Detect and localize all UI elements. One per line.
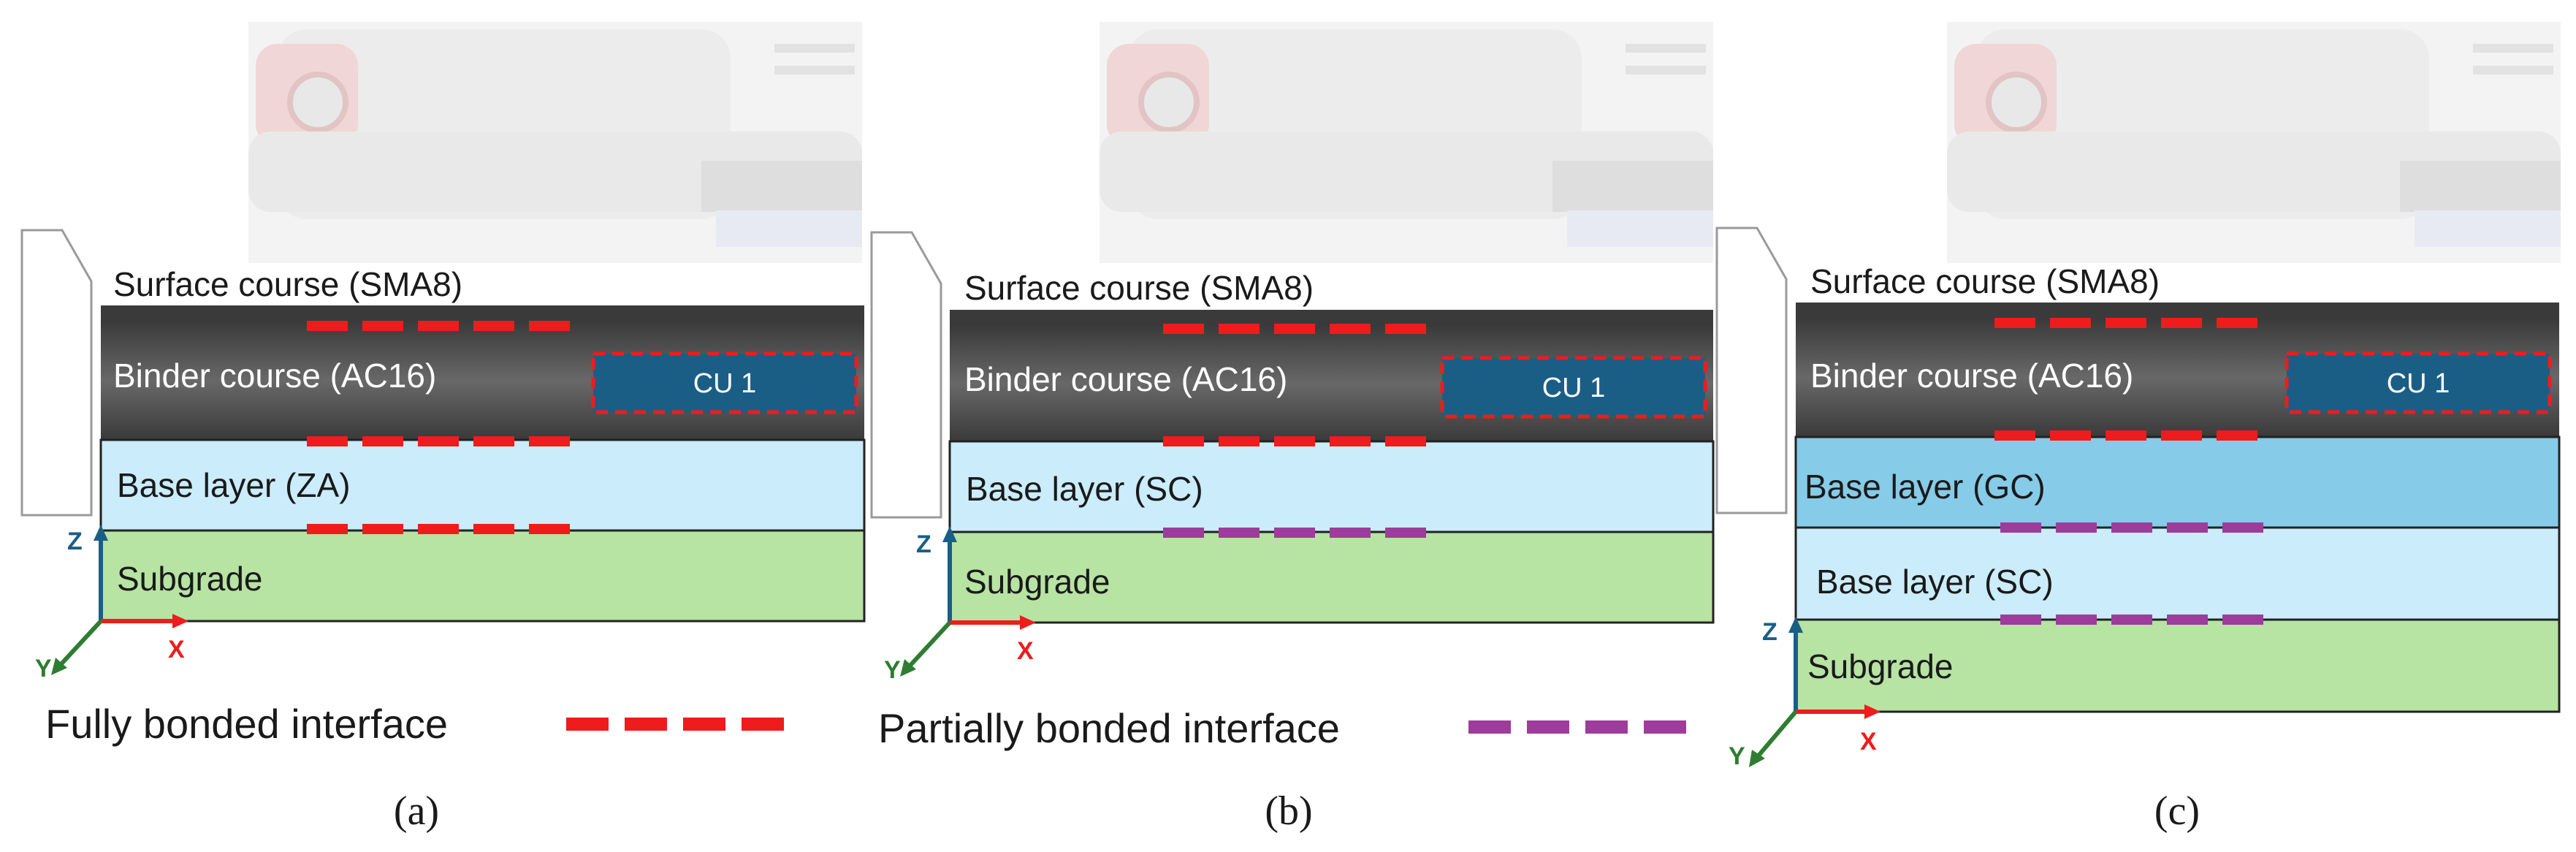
x-axis-label: X [1860,728,1877,756]
base-layer-sc-label: Base layer (SC) [1816,563,2054,601]
cu-box [591,351,858,414]
surface-course-label: Surface course (SMA8) [1810,262,2160,300]
subgrade-layer [948,530,1715,624]
subgrade-label: Subgrade [964,563,1110,601]
axis-triad: Z X Y [884,526,1036,684]
z-axis-label: Z [1762,618,1777,646]
base-layer-label: Base layer (ZA) [117,466,351,504]
binder-course-label: Binder course (AC16) [964,360,1287,398]
tire-icon [20,229,93,517]
surface-course-label: Surface course (SMA8) [964,269,1314,307]
tire-icon [870,231,942,519]
subgrade-label: Subgrade [1807,647,1954,685]
surface-course-layer [1796,303,2559,319]
axis-triad: Z X Y [35,525,188,682]
surface-course-layer [101,305,864,322]
cu-box [2285,351,2552,414]
panel-a: CU 1 Surface course (SMA8) Binder course… [20,22,866,834]
x-axis-label: X [168,636,185,663]
subgrade-label: Subgrade [117,560,263,598]
base-layer-gc-label: Base layer (GC) [1805,468,2046,506]
z-axis-label: Z [916,530,931,558]
cu-label: CU 1 [693,368,757,399]
base-layer-gc [1794,435,2561,529]
surface-course-layer [950,310,1713,326]
legend-partially-bonded-label: Partially bonded interface [878,705,1340,751]
binder-course-label: Binder course (AC16) [1810,357,2133,395]
y-axis-label: Y [884,656,901,684]
caption-c: (c) [2154,788,2200,834]
panel-c: CU 1 Surface course (SMA8) Binder course… [1715,22,2561,834]
x-axis-label: X [1017,637,1034,665]
y-axis-label: Y [1729,742,1745,770]
tire-icon [1715,227,1788,514]
axis-triad: Z X Y [1729,617,1880,770]
cu-label: CU 1 [1542,373,1606,403]
cu-label: CU 1 [2387,368,2450,399]
caption-b: (b) [1265,788,1312,834]
base-layer-label: Base layer (SC) [966,470,1203,508]
z-axis-label: Z [67,528,83,555]
surface-course-label: Surface course (SMA8) [113,265,462,303]
base-layer [948,440,1715,533]
cu-box [1440,356,1707,419]
legend-fully-bonded-label: Fully bonded interface [45,701,448,747]
base-layer [99,438,866,532]
caption-a: (a) [394,788,439,834]
panel-b: CU 1 Surface course (SMA8) Binder course… [870,22,1715,834]
base-layer-sc [1794,526,2561,621]
subgrade-layer [1794,618,2561,713]
y-axis-label: Y [35,655,52,682]
binder-course-label: Binder course (AC16) [113,357,436,395]
